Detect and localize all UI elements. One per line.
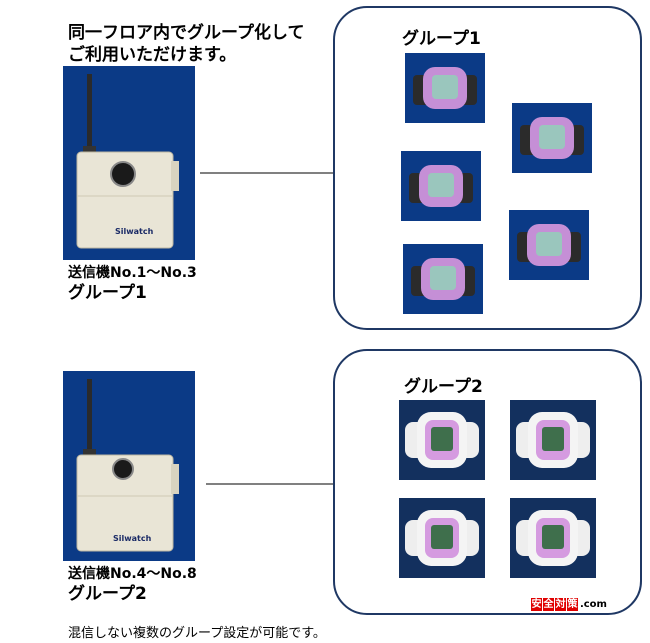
watch-icon [509,210,589,280]
logo-tile: 策 [566,597,578,611]
transmitter-photo-1: Silwatch [63,66,195,260]
watch-icon [399,400,485,480]
logo-tile: 対 [554,597,566,611]
logo-tile: 安 [531,597,542,611]
group-title-2: グループ2 [404,377,483,397]
site-logo[interactable]: 安 全 対 策 .com [531,596,607,612]
watch-icon [512,103,592,173]
group-box-1 [333,6,642,330]
watch-icon [405,53,485,123]
group-title-1: グループ1 [402,29,481,49]
logo-domain: .com [579,598,607,610]
headline-line-1: 同一フロア内でグループ化して [68,23,305,43]
headline-line-2: ご利用いただけます。 [68,45,237,65]
transmitter-group-2: グループ2 [68,584,147,604]
headline: 同一フロア内でグループ化して ご利用いただけます。 [68,22,338,66]
watch-icon [401,151,481,221]
footer-note: 混信しない複数のグループ設定が可能です。 [68,626,326,641]
transmitter-brand-2: Silwatch [113,534,152,543]
transmitter-label-1: 送信機No.1～No.3 [68,265,197,281]
watch-icon [399,498,485,578]
logo-tile: 全 [542,597,554,611]
transmitter-group-1: グループ1 [68,283,147,303]
transmitter-label-2: 送信機No.4～No.8 [68,566,197,582]
watch-icon [510,400,596,480]
watch-icon [510,498,596,578]
transmitter-photo-2: Silwatch [63,371,195,561]
transmitter-brand-1: Silwatch [115,227,154,236]
watch-icon [403,244,483,314]
